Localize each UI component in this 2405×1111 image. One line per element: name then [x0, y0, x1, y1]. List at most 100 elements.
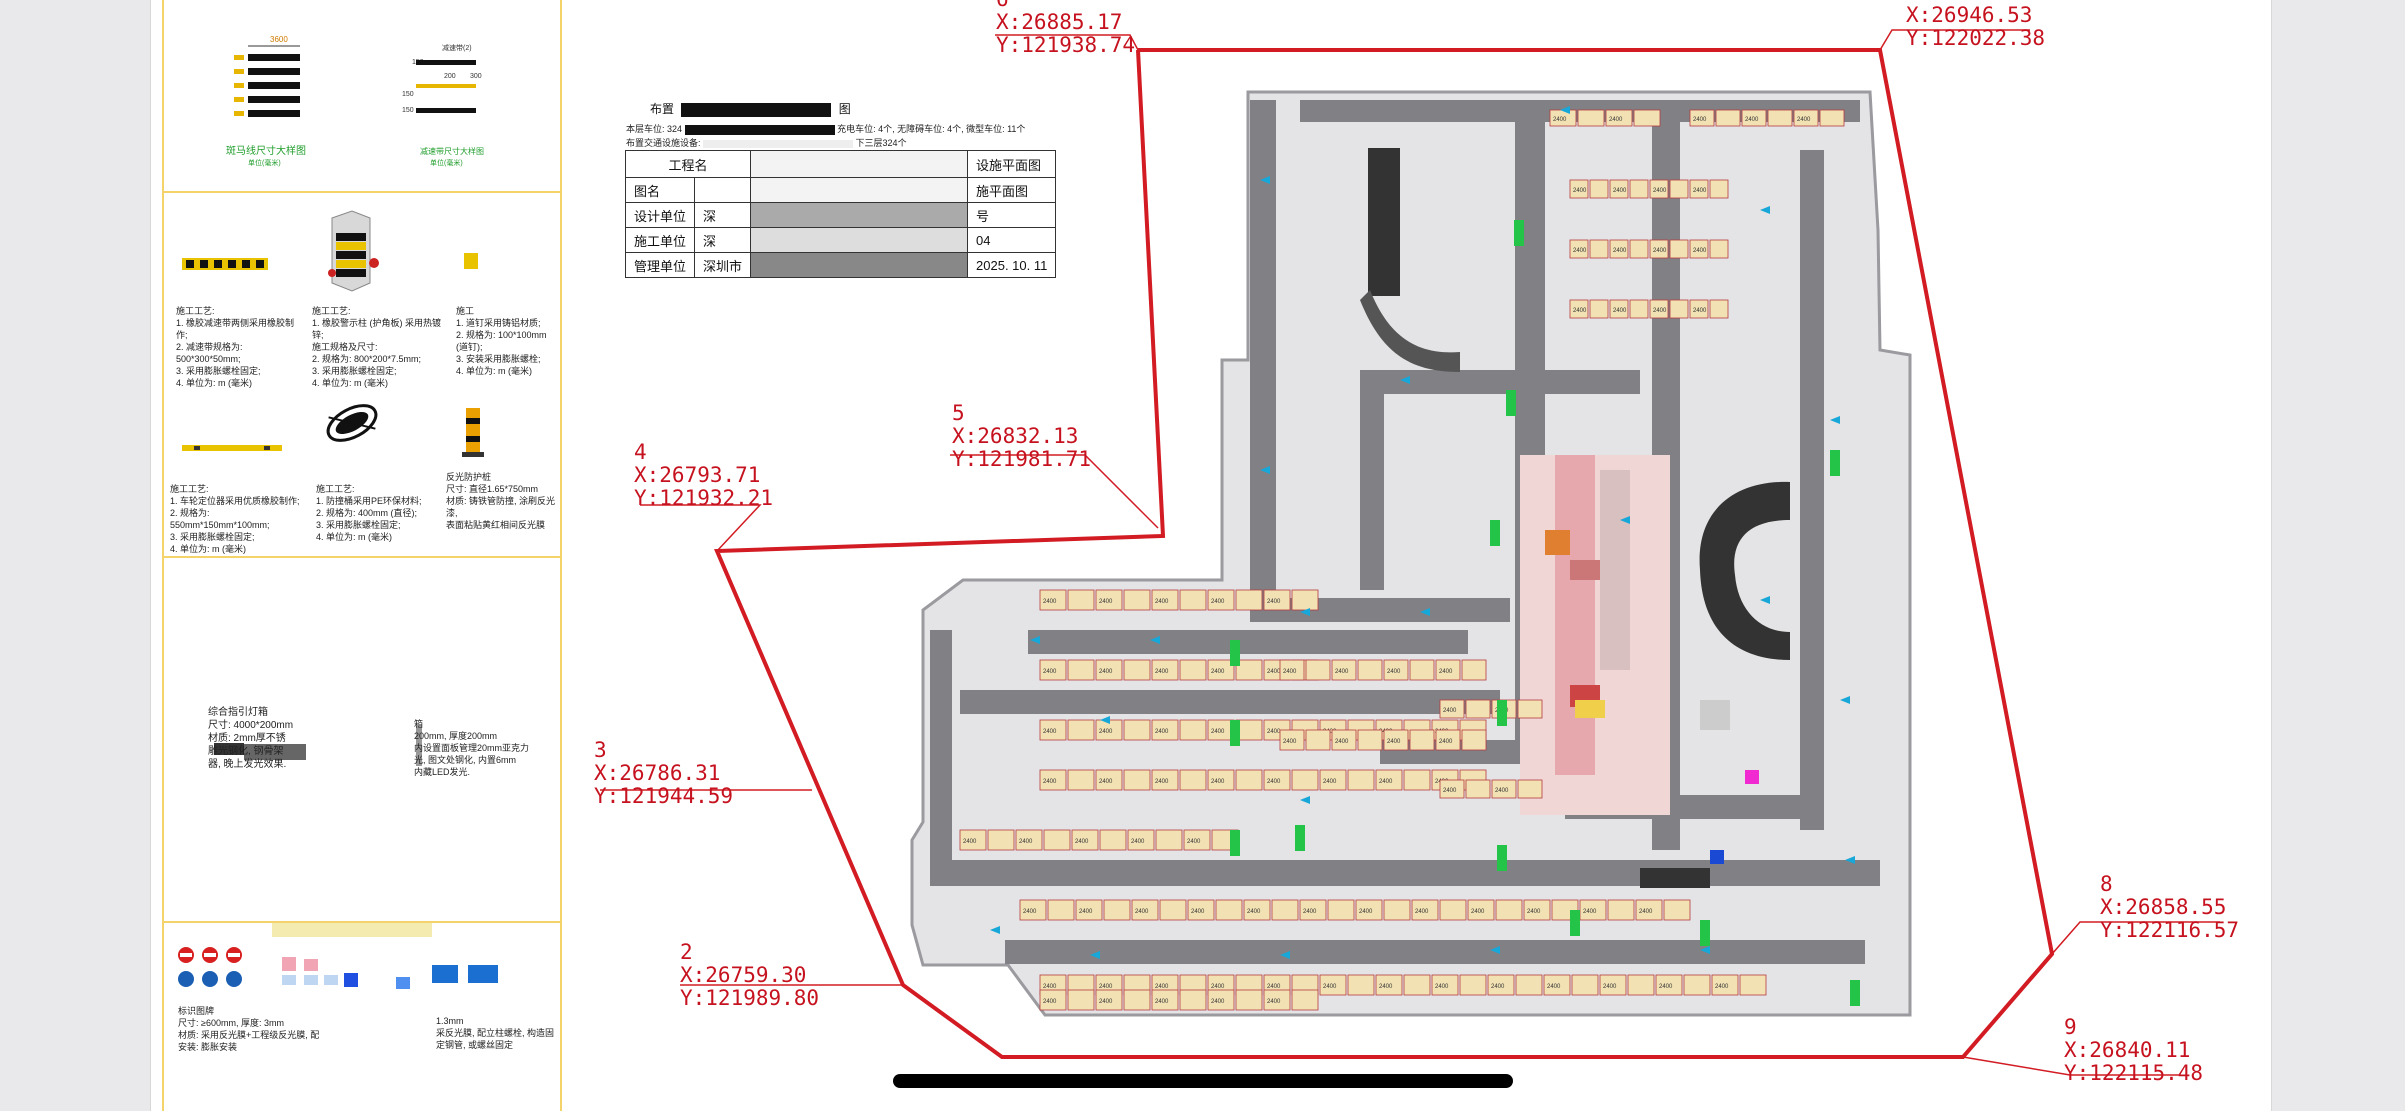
parking-space: 2400: [1131, 899, 1159, 921]
parking-space: 2400: [1375, 974, 1403, 996]
parking-space-label: 2400: [1155, 669, 1169, 675]
parking-space-label: 2400: [1659, 984, 1673, 990]
parking-space-label: 2400: [1043, 599, 1057, 605]
direction-arrow-icon: [1620, 516, 1630, 524]
parking-space: [1357, 729, 1383, 751]
parking-space-label: 2400: [1613, 188, 1627, 194]
parking-space: [1409, 659, 1435, 681]
parking-space: 2400: [1609, 179, 1629, 199]
exit-sign-icon: [432, 965, 498, 983]
parking-space-label: 2400: [1043, 999, 1057, 1005]
parking-space-label: 2400: [1191, 909, 1205, 915]
parking-space: [1067, 769, 1095, 791]
parking-space: 2400: [1095, 989, 1123, 1011]
table-row: 工程名设施平面图: [624, 150, 1057, 178]
parking-space: 2400: [1183, 829, 1211, 851]
parking-space: 2400: [1711, 974, 1739, 996]
parking-space: 2400: [1019, 899, 1047, 921]
road-stud-icon: [464, 253, 478, 269]
direction-arrow-icon: [1300, 796, 1310, 804]
parking-space: [1669, 179, 1689, 199]
parking-space: [1739, 974, 1767, 996]
fire-door-marker: [1230, 720, 1240, 746]
parking-space: 2400: [1599, 974, 1627, 996]
table-row: 图名施平面图: [624, 177, 1057, 203]
parking-space: [1357, 659, 1383, 681]
parking-space-label: 2400: [1267, 669, 1281, 675]
parking-space-label: 2400: [1019, 839, 1033, 845]
parking-space: 2400: [1439, 699, 1465, 719]
parking-space: [1607, 899, 1635, 921]
parking-space-label: 2400: [1613, 308, 1627, 314]
home-indicator-scrollbar[interactable]: [893, 1074, 1513, 1088]
parking-space: [1461, 729, 1487, 751]
parking-space-label: 2400: [1693, 248, 1707, 254]
parking-space: 2400: [1279, 659, 1305, 681]
parking-space: 2400: [1355, 899, 1383, 921]
parking-space: [987, 829, 1015, 851]
parking-space: 2400: [1689, 299, 1709, 319]
parking-space: 2400: [1569, 239, 1589, 259]
parking-space-label: 2400: [1653, 308, 1667, 314]
parking-space: 2400: [1649, 299, 1669, 319]
parking-space: [1067, 719, 1095, 741]
parking-space: [1683, 974, 1711, 996]
fire-door-marker: [1295, 825, 1305, 851]
svg-text:200: 200: [444, 73, 456, 80]
parking-space: [1235, 769, 1263, 791]
parking-space: [1571, 974, 1599, 996]
direction-arrow-icon: [1300, 608, 1310, 616]
parking-space-label: 2400: [1693, 188, 1707, 194]
parking-space: [1155, 829, 1183, 851]
parking-space-label: 2400: [1495, 788, 1509, 794]
parking-space: [1235, 989, 1263, 1011]
parking-space: 2400: [1151, 659, 1179, 681]
parking-space: [1347, 974, 1375, 996]
direction-arrow-icon: [1100, 716, 1110, 724]
parking-space-label: 2400: [1211, 999, 1225, 1005]
fire-door-marker: [1830, 450, 1840, 476]
parking-space-label: 2400: [1415, 909, 1429, 915]
parking-space: 2400: [1095, 589, 1123, 611]
parking-space: [1179, 659, 1207, 681]
parking-space: [1629, 239, 1649, 259]
parking-space: [1067, 589, 1095, 611]
svg-text:单位(毫米): 单位(毫米): [430, 158, 463, 167]
parking-space-label: 2400: [1527, 909, 1541, 915]
parking-space: [1235, 589, 1263, 611]
parking-space: 2400: [959, 829, 987, 851]
parking-space: 2400: [1655, 974, 1683, 996]
fire-door-marker: [1514, 220, 1524, 246]
obscured-region: [1520, 455, 1759, 864]
parking-space-label: 2400: [1211, 729, 1225, 735]
parking-space: [1291, 589, 1319, 611]
svg-text:单位(毫米): 单位(毫米): [248, 158, 281, 167]
parking-space: 2400: [1243, 899, 1271, 921]
parking-space: [1291, 769, 1319, 791]
parking-space: [1709, 239, 1729, 259]
parking-space: [1465, 699, 1491, 719]
direction-arrow-icon: [1420, 608, 1430, 616]
parking-space: 2400: [1039, 589, 1067, 611]
notes-wheel-stopper: 施工工艺:1. 车轮定位器采用优质橡胶制作;2. 规格为: 550mm*150m…: [170, 484, 300, 554]
fire-door-marker: [1850, 980, 1860, 1006]
parking-space-label: 2400: [1471, 909, 1485, 915]
parking-space: 2400: [1439, 779, 1465, 799]
parking-space: [1103, 899, 1131, 921]
parking-space-label: 2400: [1335, 739, 1349, 745]
svg-text:150: 150: [402, 107, 414, 114]
table-row: 设计单位深号: [624, 202, 1057, 228]
parking-space-label: 2400: [1323, 779, 1337, 785]
anticollision-barrel-icon: [326, 404, 378, 442]
parking-space-label: 2400: [1155, 984, 1169, 990]
parking-space-label: 2400: [1267, 729, 1281, 735]
parking-space-label: 2400: [1211, 669, 1225, 675]
parking-space: 2400: [1579, 899, 1607, 921]
stripe-dim-label: 3600: [270, 35, 288, 44]
parking-space: [1669, 299, 1689, 319]
